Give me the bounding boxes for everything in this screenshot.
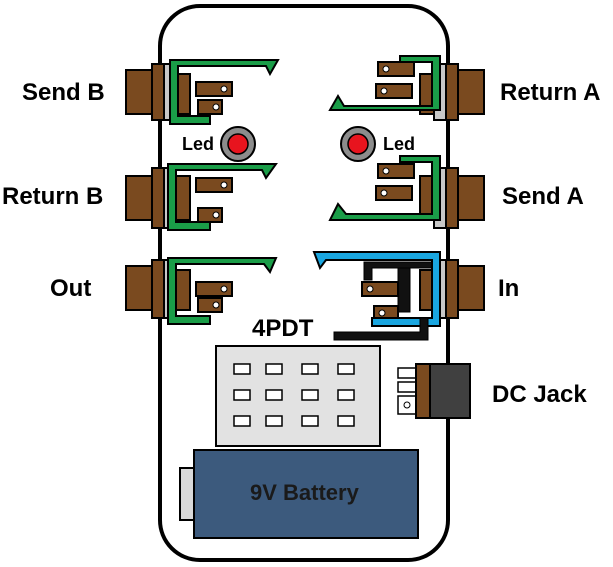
dc-jack-label: DC Jack [492, 381, 587, 408]
switch-4pdt-icon [215, 345, 381, 447]
led-right-icon [340, 126, 376, 162]
send-b-jack-icon [125, 59, 280, 125]
send-a-jack-icon [328, 155, 485, 229]
switch-label: 4PDT [252, 315, 314, 342]
return-a-label: Return A [500, 79, 600, 106]
battery-label: 9V Battery [250, 480, 360, 505]
in-jack-icon [312, 251, 485, 341]
led-right-label: Led [383, 134, 415, 154]
return-a-jack-icon [328, 55, 485, 121]
return-b-label: Return B [2, 183, 103, 210]
led-left-icon [220, 126, 256, 162]
dc-jack-icon [397, 363, 471, 419]
in-label: In [498, 275, 519, 302]
battery-9v-icon [179, 449, 419, 539]
out-label: Out [50, 275, 91, 302]
send-b-label: Send B [22, 79, 105, 106]
out-jack-icon [125, 257, 278, 325]
led-left-label: Led [182, 134, 214, 154]
return-b-jack-icon [125, 163, 278, 231]
send-a-label: Send A [502, 183, 584, 210]
